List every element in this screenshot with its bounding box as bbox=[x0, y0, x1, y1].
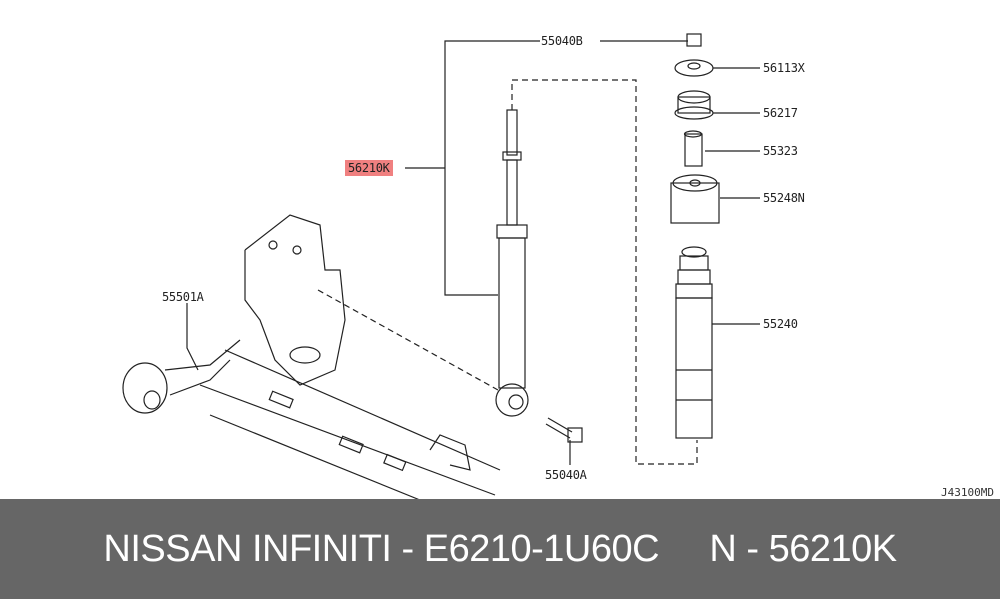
label-55323: 55323 bbox=[763, 144, 798, 158]
label-56217: 56217 bbox=[763, 106, 798, 120]
diagram-drawing bbox=[122, 33, 760, 500]
label-55040B: 55040B bbox=[541, 34, 583, 48]
leader-lines bbox=[186, 40, 760, 465]
label-55040A: 55040A bbox=[545, 468, 587, 482]
label-55248N: 55248N bbox=[763, 191, 805, 205]
bolt-55040A bbox=[545, 417, 583, 443]
label-55501A: 55501A bbox=[162, 290, 204, 304]
dashed-guides bbox=[317, 79, 698, 465]
diagram-code: J43100MD bbox=[941, 486, 994, 499]
bushing-56217 bbox=[674, 90, 714, 120]
axle-beam-55501A bbox=[122, 214, 501, 500]
banner-text: NISSAN INFINITI - E6210-1U60C N - 56210K bbox=[103, 527, 897, 570]
shock-absorber-56210K bbox=[495, 109, 529, 417]
sleeve-55323 bbox=[683, 130, 703, 167]
bumper-cap-55248N bbox=[670, 174, 720, 224]
label-55240: 55240 bbox=[763, 317, 798, 331]
label-56113X: 56113X bbox=[763, 61, 805, 75]
nut-55040B bbox=[686, 33, 702, 47]
dust-cover-55240 bbox=[675, 246, 713, 439]
part-number-banner: NISSAN INFINITI - E6210-1U60C N - 56210K bbox=[0, 499, 1000, 599]
label-56210K-highlighted[interactable]: 56210K bbox=[345, 160, 393, 176]
mount-56113X bbox=[674, 59, 714, 77]
